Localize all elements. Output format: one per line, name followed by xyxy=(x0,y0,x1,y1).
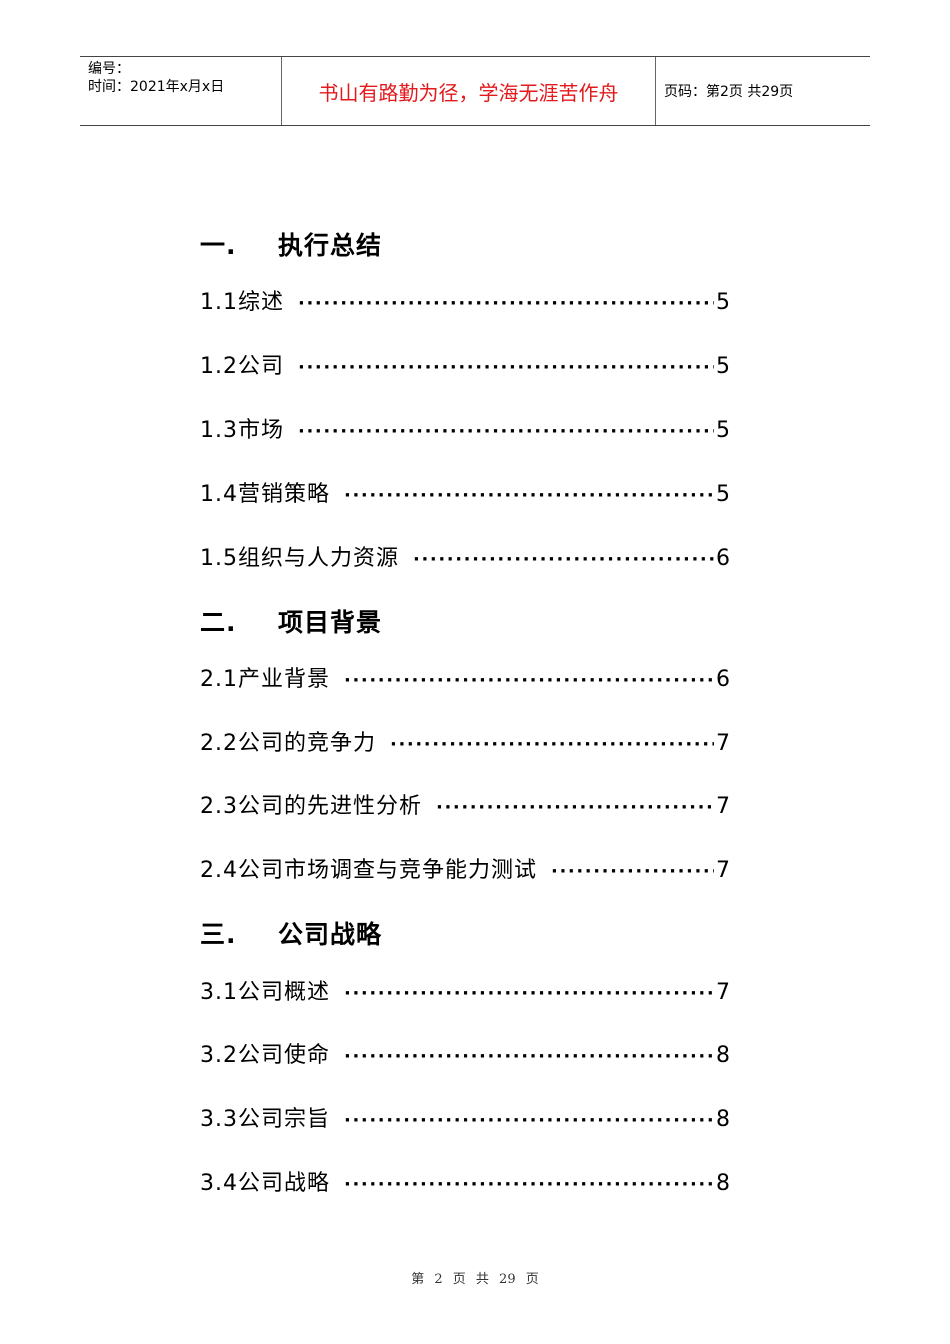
toc-entry-page: 8 xyxy=(716,1107,730,1132)
toc-entry-page: 5 xyxy=(716,290,730,315)
toc-entry-page: 6 xyxy=(716,546,730,571)
toc-entry[interactable]: 1.3市场 ···································… xyxy=(200,412,730,444)
toc-entry-label: 1.3市场 xyxy=(200,418,284,443)
toc-entry[interactable]: 3.2公司使命 ·································… xyxy=(200,1037,730,1069)
toc-entry[interactable]: 3.1公司概述 ·································… xyxy=(200,974,730,1006)
toc-leader: ········································… xyxy=(298,421,714,442)
toc-entry[interactable]: 1.5组织与人力资源 ······························… xyxy=(200,540,730,572)
toc-leader: ········································… xyxy=(344,1110,714,1131)
page-footer: 第 2 页 共 29 页 xyxy=(411,1272,539,1287)
toc-entry[interactable]: 2.3公司的先进性分析 ·····························… xyxy=(200,788,730,820)
toc-leader: ········································… xyxy=(436,797,714,818)
toc-entry[interactable]: 1.4营销策略 ·································… xyxy=(200,476,730,508)
toc-leader: ········································… xyxy=(344,1174,714,1195)
header-page-info: 页码：第2页 共29页 xyxy=(664,84,794,100)
toc-section-heading[interactable]: 二. 项目背景 xyxy=(200,603,382,639)
section-title: 公司战略 xyxy=(278,920,383,949)
toc-entry-label: 2.2公司的竞争力 xyxy=(200,731,376,756)
section-number: 三. xyxy=(200,920,237,949)
toc-leader: ········································… xyxy=(390,734,714,755)
toc-entry-label: 2.4公司市场调查与竞争能力测试 xyxy=(200,858,537,883)
section-number: 一. xyxy=(200,231,237,260)
toc-leader: ········································… xyxy=(344,1046,714,1067)
toc-entry[interactable]: 1.2公司 ···································… xyxy=(200,348,730,380)
toc-leader: ········································… xyxy=(344,983,714,1004)
header-motto: 书山有路勤为径，学海无涯苦作舟 xyxy=(282,57,656,125)
toc-entry-page: 7 xyxy=(716,980,730,1005)
toc-entry[interactable]: 2.2公司的竞争力 ·······························… xyxy=(200,725,730,757)
toc-entry-label: 3.4公司战略 xyxy=(200,1171,330,1196)
toc-entry[interactable]: 3.3公司宗旨 ·································… xyxy=(200,1101,730,1133)
page-header: 编号： 时间：2021年x月x日 书山有路勤为径，学海无涯苦作舟 页码：第2页 … xyxy=(80,56,870,126)
toc-entry-label: 3.1公司概述 xyxy=(200,980,330,1005)
toc-leader: ········································… xyxy=(413,549,714,570)
toc-entry-page: 7 xyxy=(716,858,730,883)
toc-entry-label: 3.3公司宗旨 xyxy=(200,1107,330,1132)
toc-entry-page: 7 xyxy=(716,794,730,819)
toc-leader: ········································… xyxy=(298,357,714,378)
toc-entry-label: 1.5组织与人力资源 xyxy=(200,546,399,571)
toc-leader: ········································… xyxy=(551,861,714,882)
toc-entry[interactable]: 2.4公司市场调查与竞争能力测试 ························… xyxy=(200,852,730,884)
document-number-label: 编号： xyxy=(88,61,130,77)
section-title: 项目背景 xyxy=(278,608,383,637)
toc-entry-label: 1.2公司 xyxy=(200,354,284,379)
toc-entry-label: 3.2公司使命 xyxy=(200,1043,330,1068)
toc-entry-page: 8 xyxy=(716,1043,730,1068)
section-number: 二. xyxy=(200,608,237,637)
toc-entry-page: 8 xyxy=(716,1171,730,1196)
toc-entry[interactable]: 1.1综述 ···································… xyxy=(200,284,730,316)
toc-entry-page: 5 xyxy=(716,482,730,507)
toc-entry-label: 1.1综述 xyxy=(200,290,284,315)
toc-leader: ········································… xyxy=(344,670,714,691)
toc-leader: ········································… xyxy=(344,485,714,506)
toc-entry-page: 6 xyxy=(716,667,730,692)
section-title: 执行总结 xyxy=(278,231,383,260)
toc-entry-label: 2.1产业背景 xyxy=(200,667,330,692)
toc-entry[interactable]: 2.1产业背景 ·································… xyxy=(200,661,730,693)
toc-entry-label: 2.3公司的先进性分析 xyxy=(200,794,422,819)
toc-entry-page: 7 xyxy=(716,731,730,756)
toc-leader: ········································… xyxy=(298,293,714,314)
toc-section-heading[interactable]: 三. 公司战略 xyxy=(200,915,382,951)
header-meta: 编号： 时间：2021年x月x日 xyxy=(80,57,282,125)
toc-section-heading[interactable]: 一. 执行总结 xyxy=(200,226,382,262)
toc-entry-page: 5 xyxy=(716,418,730,443)
document-date: 时间：2021年x月x日 xyxy=(88,79,225,95)
toc-entry-label: 1.4营销策略 xyxy=(200,482,330,507)
toc-entry[interactable]: 3.4公司战略 ·································… xyxy=(200,1165,730,1197)
toc-entry-page: 5 xyxy=(716,354,730,379)
